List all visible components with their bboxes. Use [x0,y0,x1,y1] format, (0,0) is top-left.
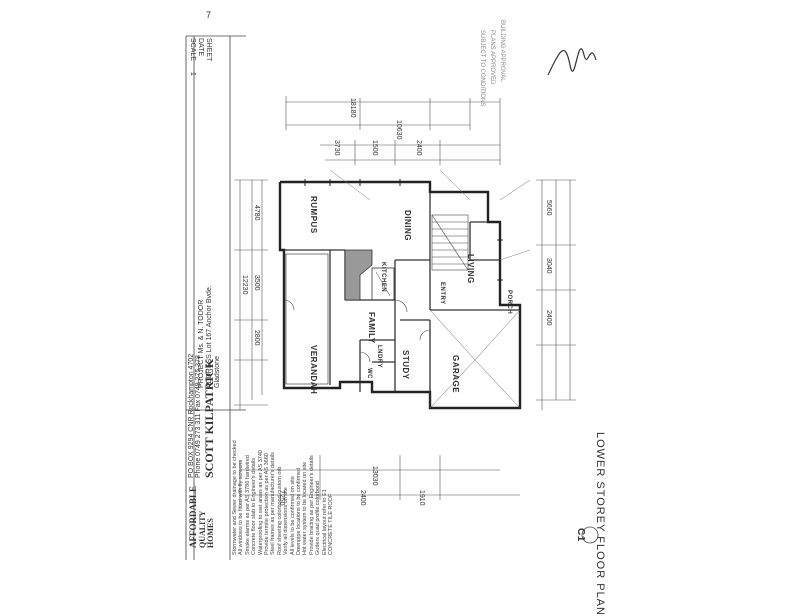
note: CONCRETE TILE ROOF [328,493,335,555]
drawing-number-circle [581,526,599,544]
room-label-garage: GARAGE [451,355,460,394]
dim-top-seg: 3730 [333,140,340,156]
approval-stamp-line-1: BUILDING APPROVAL [499,20,505,82]
room-label-dining: DINING [403,210,412,241]
drawing-title: LOWER STOREY FLOOR PLAN [594,432,606,616]
builder-address: PO BOX 9294 CNR Rockhampton 4702 [188,353,195,478]
room-label-rumpus: RUMPUS [309,196,318,234]
signature-mark [547,48,597,76]
general-notes: Stormwater and Sewer drainage to be chec… [232,315,335,555]
dim-top-seg: 1500 [371,140,378,156]
scale-label: SCALE [189,38,196,61]
door-swings [283,299,431,363]
room-label-study: STUDY [401,350,410,380]
dim-left-overall: 12230 [241,275,248,295]
room-label-verandah: VERANDAH [309,345,318,395]
dim-bottom-seg: 7250 [278,490,285,506]
room-label-laundry: LNDRY [376,345,382,368]
kitchen-bench [344,249,395,301]
approval-stamp-line-2: PLANS APPROVED [489,30,495,85]
floor-plan-drawing [185,35,599,560]
scanned-floor-plan-sheet: 7 [185,10,606,616]
dim-bottom-overall: 13030 [371,466,378,486]
room-label-wc: WC [366,368,372,379]
scale-value: 1 [189,72,196,76]
dim-top-overall: 18180 [349,98,356,118]
dim-top-seg: 2400 [415,140,422,156]
dim-bottom-seg: 1910 [418,490,425,506]
dim-right-seg: 5660 [545,200,552,216]
dim-right-seg: 3040 [545,258,552,274]
right-dimension-lines [536,179,576,410]
dim-left-seg: 3500 [253,275,260,291]
date-label: DATE [197,38,204,57]
room-label-family: FAMILY [367,312,376,344]
room-label-living: LIVING [466,254,475,284]
page-mark: 7 [206,10,212,20]
builder-name: SCOTT KILPATRICK [202,358,216,478]
dim-right-seg: 2400 [545,310,552,326]
dim-left-seg: 2800 [253,330,260,346]
dim-bottom-seg: 2400 [359,490,366,506]
approval-stamp-line-3: SUBJECT TO CONDITIONS [479,30,485,107]
room-label-kitchen: KITCHEN [380,262,386,293]
garage-roof-lines [429,309,521,409]
top-dimension-lines [285,96,501,165]
room-label-entry: ENTRY [439,282,445,305]
left-dimension-lines [234,179,268,410]
title-block-frame [185,35,246,560]
internal-walls [284,192,520,408]
room-label-porch: PORCH [506,290,512,315]
verandah-outline [285,253,329,385]
staircase [431,214,469,271]
builder-logo-affordable: AFFORDABLE [188,485,198,548]
sheet-label: SHEET [205,38,212,62]
dim-top-mid: 10630 [395,120,402,140]
drawing-number: C1 [575,528,586,542]
leader-lines [329,169,531,261]
bottom-dimension-lines [239,455,520,505]
dim-left-seg: 4780 [253,205,260,221]
builder-logo-homes: HOMES [206,518,215,548]
window-marks [304,179,503,281]
builder-phone: Phone 0749 273 311 Fax 0749 275 378 [195,355,202,478]
